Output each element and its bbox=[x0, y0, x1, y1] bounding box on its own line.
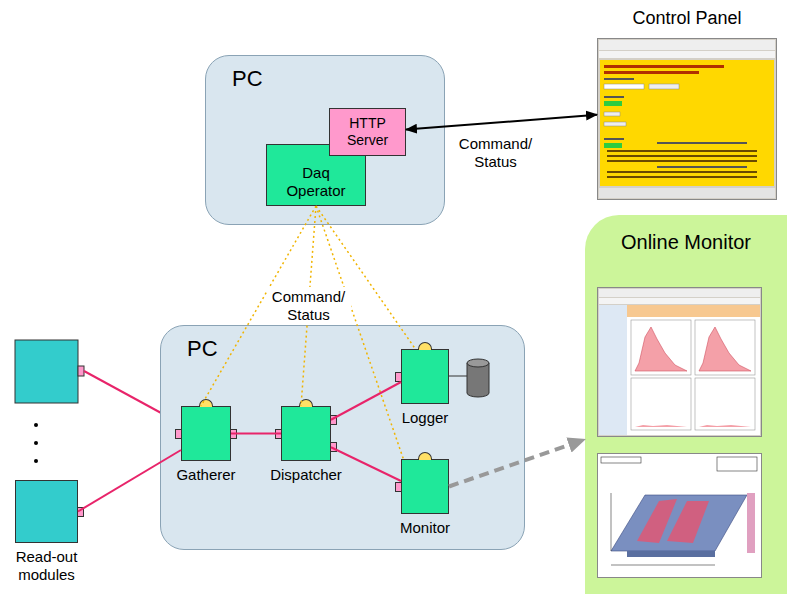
node-pc: PCGathererDispatcherLoggerMonitor bbox=[160, 325, 525, 550]
connector bbox=[331, 447, 401, 481]
node-label: Online Monitor bbox=[585, 215, 787, 254]
node-label: HTTP Server bbox=[336, 115, 399, 149]
edge-label: Command/ Status bbox=[267, 287, 351, 325]
node-label: Gatherer bbox=[176, 466, 235, 484]
ellipsis-dot bbox=[34, 441, 38, 445]
node-comp: Dispatcher bbox=[281, 406, 331, 461]
disk-symbol bbox=[467, 363, 489, 397]
port-tab bbox=[395, 482, 402, 492]
node-label: PC bbox=[187, 336, 218, 362]
disk-top bbox=[467, 359, 489, 367]
monitor-screenshot bbox=[597, 287, 762, 437]
connector bbox=[231, 433, 281, 435]
port-tab bbox=[395, 372, 402, 382]
ellipsis-dot bbox=[34, 459, 38, 463]
connector bbox=[331, 382, 401, 420]
node-comp: Monitor bbox=[401, 459, 449, 514]
node-label: Daq Operator bbox=[273, 164, 359, 200]
node-comp: Logger bbox=[401, 349, 449, 404]
node-comp: Gatherer bbox=[181, 406, 231, 461]
connector bbox=[78, 450, 181, 512]
node-label: Monitor bbox=[400, 519, 450, 537]
node-cp: Control Panel bbox=[597, 8, 777, 202]
node-label: Control Panel bbox=[597, 8, 777, 29]
node-om: Online Monitor bbox=[585, 215, 787, 594]
connector bbox=[316, 206, 403, 459]
edge-label: Command/ Status bbox=[454, 134, 538, 172]
port-tab bbox=[78, 366, 84, 376]
status-port bbox=[418, 452, 432, 460]
node-label: Dispatcher bbox=[270, 466, 342, 484]
disk-wire bbox=[448, 376, 467, 377]
node-label: Read-out modules bbox=[5, 548, 89, 584]
readout-module bbox=[15, 340, 78, 403]
position-plot bbox=[597, 453, 762, 578]
connector bbox=[406, 115, 597, 130]
connector bbox=[449, 439, 585, 486]
node-label: PC bbox=[232, 66, 263, 92]
port-tab bbox=[175, 429, 182, 439]
ellipsis-dot bbox=[34, 423, 38, 427]
connector bbox=[316, 206, 415, 349]
control-panel-screenshot bbox=[597, 38, 777, 200]
status-port bbox=[418, 342, 432, 350]
node-pc: PC Daq Operator HTTP Server bbox=[205, 55, 445, 225]
node-box: HTTP Server bbox=[329, 108, 406, 156]
node-ro: Read-out modules bbox=[15, 480, 78, 543]
node-label: Logger bbox=[402, 409, 449, 427]
